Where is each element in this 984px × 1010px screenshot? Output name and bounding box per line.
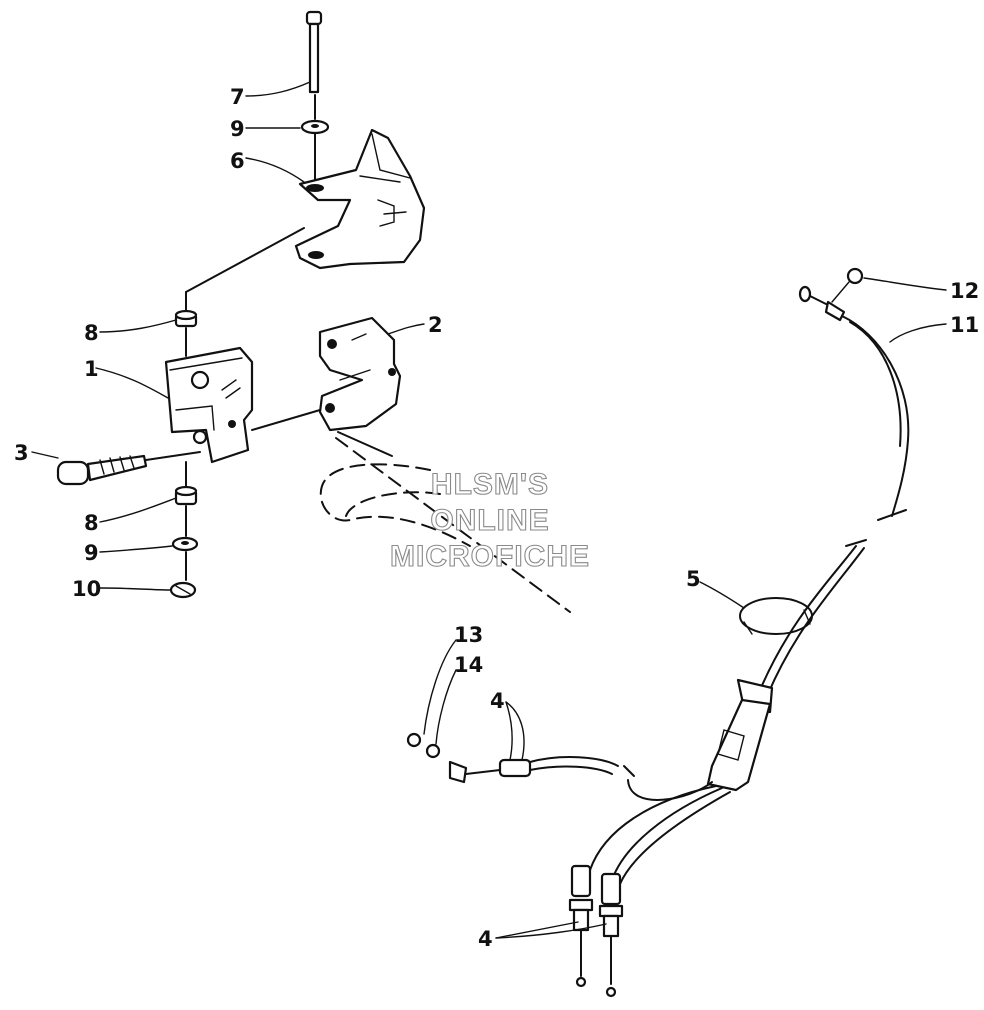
watermark-line-2: ONLINE [430, 504, 549, 537]
callout-11: 11 [950, 313, 979, 337]
throttle-end-part [406, 732, 619, 784]
spacer-bottom-part [174, 485, 198, 506]
callout-8-top: 8 [84, 321, 99, 345]
callout-1: 1 [84, 357, 99, 381]
spacer-top-part [174, 309, 198, 328]
slider-part [318, 316, 402, 432]
adjuster-right-part [598, 872, 624, 998]
callout-12: 12 [950, 279, 979, 303]
watermark-line-3: MICROFICHE [390, 540, 590, 573]
block-part [164, 346, 254, 464]
callouts: 7 9 6 8 1 2 3 8 9 10 12 11 5 13 14 4 4 [14, 85, 979, 951]
callout-7: 7 [230, 85, 245, 109]
callout-4-middle: 4 [490, 689, 505, 713]
callout-5: 5 [686, 567, 701, 591]
callout-8-bottom: 8 [84, 511, 99, 535]
callout-13: 13 [454, 623, 483, 647]
lock-washer-part [169, 581, 197, 599]
washer-bottom-part [171, 536, 199, 552]
callout-10: 10 [72, 577, 101, 601]
callout-9-top: 9 [230, 117, 245, 141]
leader-lines [31, 81, 947, 939]
bracket-part [294, 128, 426, 270]
clip-part [846, 267, 864, 285]
watermark: HLSM'S ONLINE MICROFICHE [389, 467, 590, 573]
dashed-guides [319, 437, 571, 613]
callout-2: 2 [428, 313, 443, 337]
adjuster-left-part [568, 864, 594, 988]
callout-3: 3 [14, 441, 29, 465]
pin-part [305, 10, 323, 94]
bolt-part [56, 454, 148, 486]
callout-6: 6 [230, 149, 245, 173]
watermark-line-1: HLSM'S [431, 468, 549, 501]
cable-clamp-part [739, 597, 813, 635]
upper-cable-part [798, 285, 910, 521]
lower-cable-part [589, 539, 867, 885]
washer-top-part [300, 119, 330, 135]
callout-4-bottom: 4 [478, 927, 493, 951]
callout-14: 14 [454, 653, 483, 677]
callout-9-bottom: 9 [84, 541, 99, 565]
